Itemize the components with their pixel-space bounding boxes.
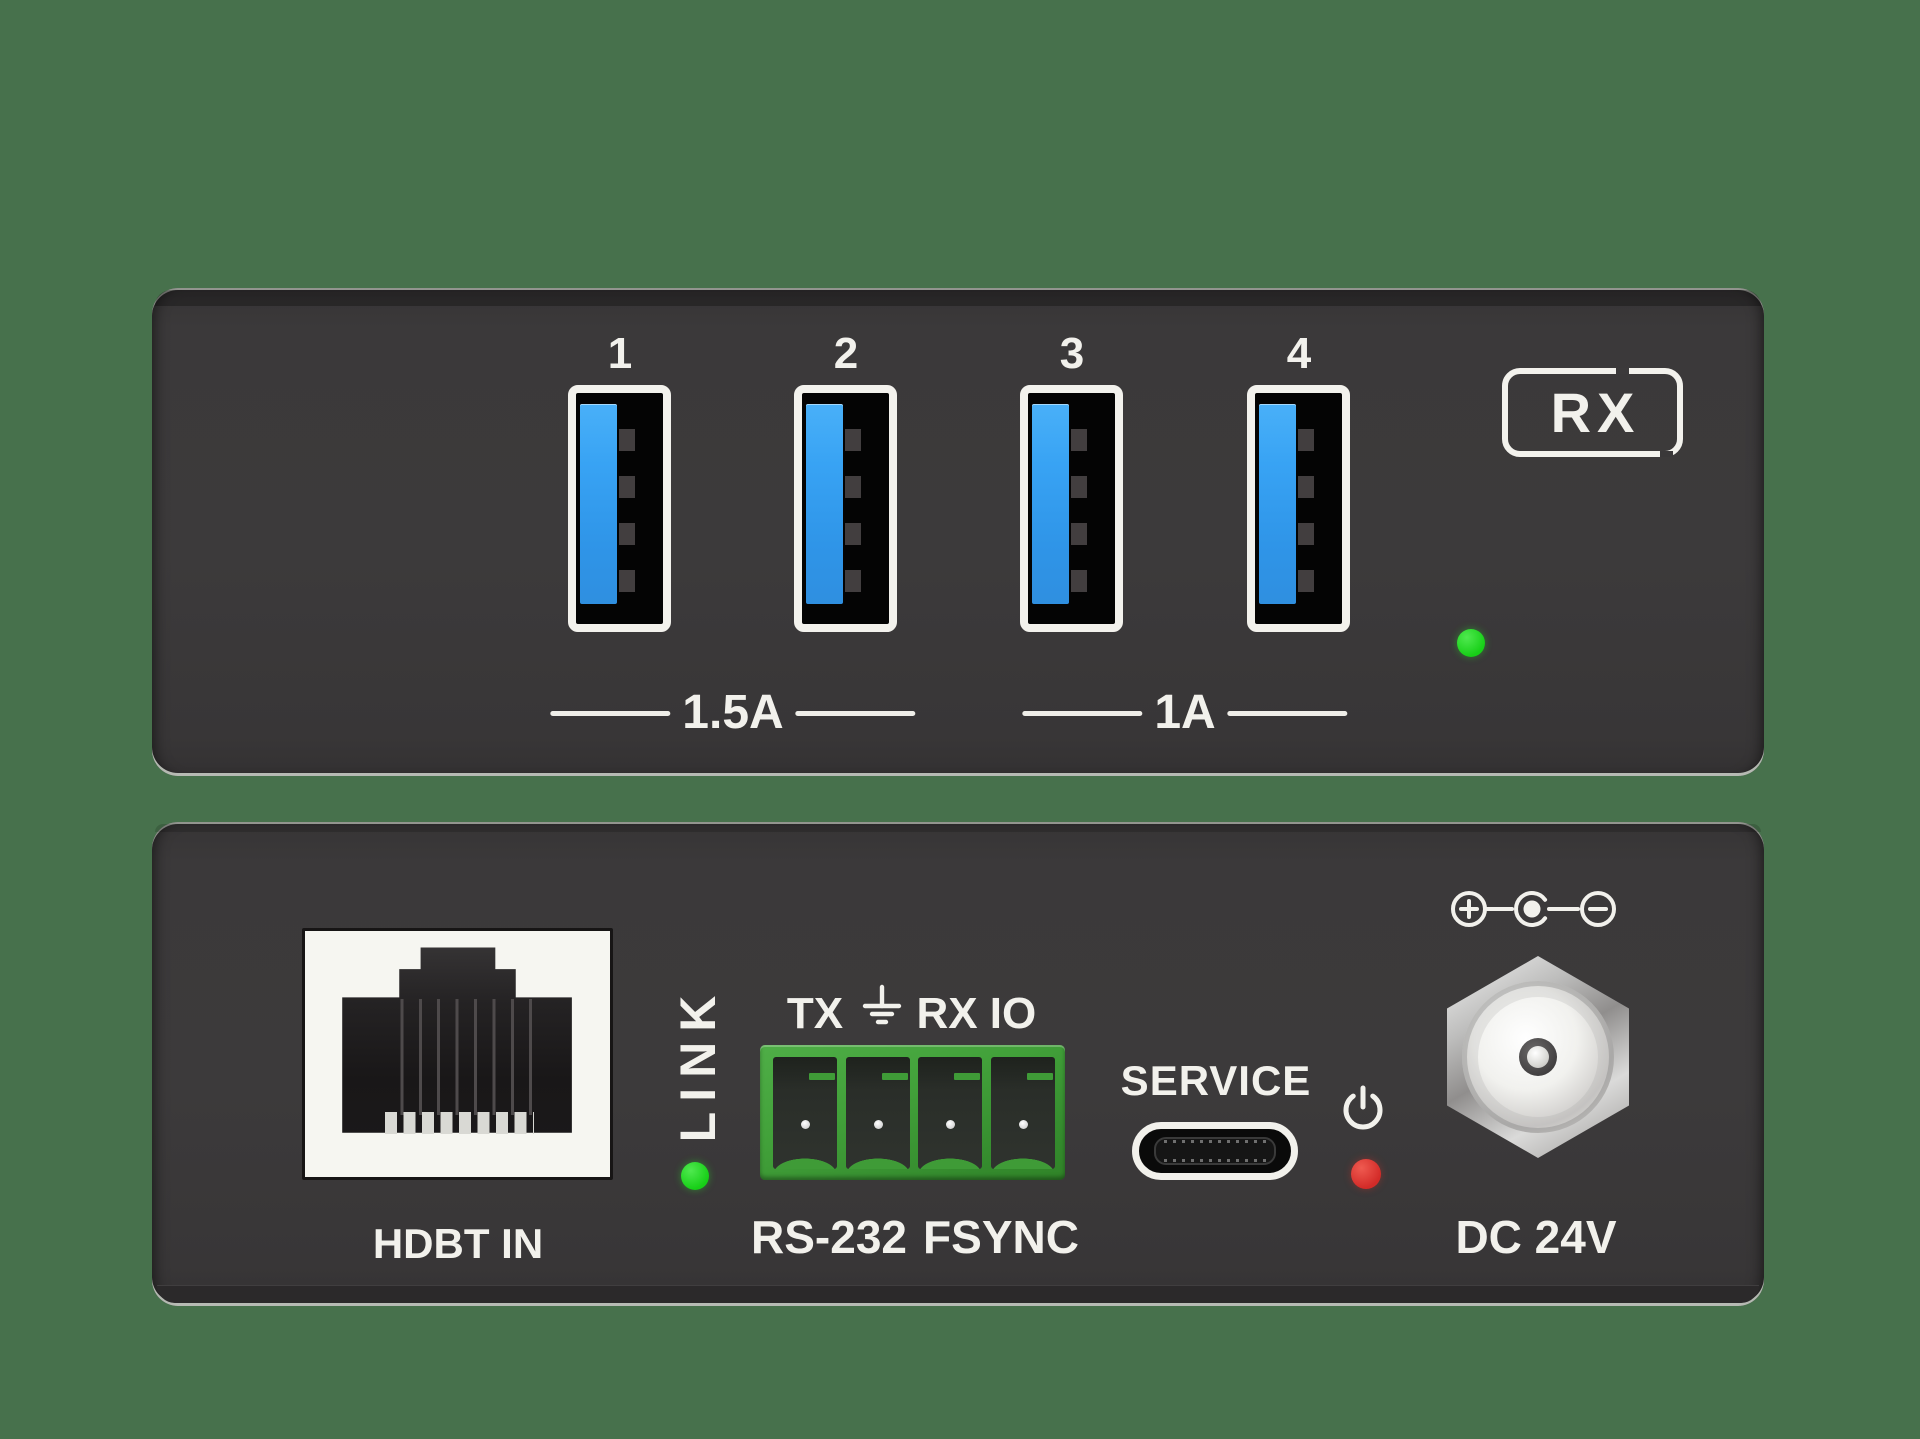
rx-badge-label: RX <box>1550 381 1641 444</box>
terminal-slot-gnd <box>846 1057 910 1169</box>
dash-line <box>550 710 671 716</box>
front-status-led <box>1457 629 1485 657</box>
power-icon <box>1343 1085 1383 1130</box>
usb-contacts <box>619 429 635 594</box>
tx-pin-label: TX <box>786 989 844 1038</box>
terminal-slot-io <box>991 1057 1055 1169</box>
phoenix-terminal-block <box>760 1045 1065 1180</box>
dc-jack-washer <box>1462 981 1614 1133</box>
usb-tongue <box>1259 404 1296 604</box>
dash-line <box>795 710 916 716</box>
usb-port-2 <box>794 385 897 632</box>
usb-contacts <box>1298 429 1314 594</box>
hdbt-rj45-port <box>302 928 613 1180</box>
usb-port-3-number: 3 <box>1059 329 1085 378</box>
fsync-caption: FSYNC <box>923 1211 1079 1263</box>
dc-polarity-center-positive-icon <box>1451 891 1616 927</box>
power-led <box>1351 1159 1381 1189</box>
usb-contacts <box>1071 429 1087 594</box>
current-group-1: 1.5A <box>550 686 916 739</box>
terminal-screw <box>874 1120 883 1130</box>
usbc-slot <box>1154 1137 1276 1165</box>
terminal-slot-tx <box>773 1057 837 1169</box>
usb-port-2-number: 2 <box>833 329 859 378</box>
front-panel <box>152 288 1764 776</box>
usb-port-4 <box>1247 385 1350 632</box>
terminal-slot-rx <box>918 1057 982 1169</box>
rj45-pin-slots <box>385 999 533 1115</box>
usb-contacts <box>845 429 861 594</box>
service-usbc-port <box>1132 1122 1298 1180</box>
dc-24v-label: DC 24V <box>1455 1211 1617 1263</box>
rj45-pin-contacts <box>385 1112 534 1134</box>
earth-ground-icon <box>862 984 902 1025</box>
terminal-screw <box>946 1120 955 1130</box>
usb-tongue <box>1032 404 1069 604</box>
hdbt-in-label: HDBT IN <box>372 1220 544 1267</box>
link-led <box>681 1162 709 1190</box>
dc-jack-pin-core <box>1527 1046 1549 1068</box>
usb-port-4-number: 4 <box>1286 329 1312 378</box>
link-label: LINK <box>670 985 726 1143</box>
usb-tongue <box>806 404 843 604</box>
dc-jack-pin <box>1519 1038 1557 1076</box>
io-pin-label: IO <box>989 989 1037 1038</box>
terminal-screw <box>801 1120 810 1130</box>
dash-line <box>1022 710 1143 716</box>
dash-line <box>1227 710 1348 716</box>
usb-port-1-number: 1 <box>607 329 633 378</box>
service-label: SERVICE <box>1120 1057 1312 1104</box>
usb-port-1 <box>568 385 671 632</box>
rx-badge: RX <box>1502 368 1683 457</box>
current-label-1p5a: 1.5A <box>682 686 784 739</box>
current-group-2: 1A <box>1022 686 1348 739</box>
rs232-caption: RS-232 <box>751 1211 907 1263</box>
current-label-1a: 1A <box>1154 686 1216 739</box>
rx-pin-label: RX <box>916 989 978 1038</box>
usb-tongue <box>580 404 617 604</box>
terminal-screw <box>1019 1120 1028 1130</box>
usb-port-3 <box>1020 385 1123 632</box>
